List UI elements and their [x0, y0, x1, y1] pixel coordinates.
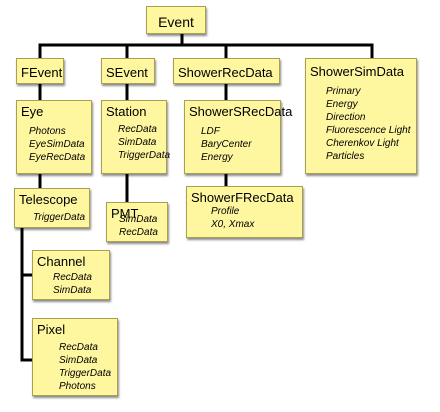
telescope-item: TriggerData — [33, 212, 86, 223]
pixel-title: Pixel — [37, 322, 66, 337]
showersrecdata-item: Energy — [201, 152, 233, 163]
showersimdata-item: Direction — [326, 112, 366, 123]
pmt-item: SimData — [119, 214, 158, 225]
pixel-item: SimData — [59, 355, 98, 366]
pmt-box: PMT SimData RecData — [106, 202, 168, 242]
showerfrecdata-box: ShowerFRecData Profile X0, Xmax — [186, 186, 303, 238]
channel-box: Channel RecData SimData — [32, 250, 110, 300]
channel-item: SimData — [53, 285, 92, 296]
showersimdata-title: ShowerSimData — [310, 64, 404, 79]
showersimdata-box: ShowerSimData Primary Energy Direction F… — [305, 58, 417, 174]
sevent-box: SEvent — [101, 58, 155, 84]
eye-box: Eye Photons EyeSimData EyeRecData — [16, 100, 92, 174]
showersimdata-item: Primary — [326, 86, 361, 97]
fevent-title: FEvent — [21, 65, 63, 80]
pixel-item: RecData — [59, 342, 98, 353]
event-title: Event — [158, 14, 194, 30]
showersrecdata-title: ShowerSRecData — [189, 104, 293, 119]
eye-item: EyeRecData — [29, 152, 86, 163]
eye-item: Photons — [29, 126, 66, 137]
sevent-title: SEvent — [106, 65, 148, 80]
station-box: Station RecData SimData TriggerData — [101, 100, 170, 174]
showerrecdata-title: ShowerRecData — [178, 65, 273, 80]
showersimdata-items: Primary Energy Direction Fluorescence Li… — [326, 85, 411, 163]
fevent-box: FEvent — [16, 58, 64, 84]
showersimdata-item: Particles — [326, 151, 365, 162]
eye-items: Photons EyeSimData EyeRecData — [29, 125, 85, 164]
pixel-items: RecData SimData TriggerData Photons — [59, 341, 111, 393]
telescope-box: Telescope TriggerData — [14, 188, 90, 228]
eye-title: Eye — [21, 104, 44, 119]
telescope-title: Telescope — [19, 192, 78, 207]
pmt-item: RecData — [119, 227, 158, 238]
event-box: Event — [146, 6, 206, 34]
channel-items: RecData SimData — [53, 271, 92, 297]
pmt-title: PMT — [111, 206, 139, 221]
eye-item: EyeSimData — [29, 139, 85, 150]
station-item: RecData — [118, 124, 157, 135]
pixel-item: Photons — [59, 381, 96, 392]
showersrecdata-items: LDF BaryCenter Energy — [201, 125, 252, 164]
showersrecdata-box: ShowerSRecData LDF BaryCenter Energy — [184, 100, 292, 174]
telescope-items: TriggerData — [33, 211, 85, 224]
channel-item: RecData — [53, 272, 92, 283]
station-items: RecData SimData TriggerData — [118, 123, 170, 162]
station-item: SimData — [118, 137, 157, 148]
station-item: TriggerData — [118, 150, 171, 161]
showersrecdata-item: LDF — [201, 126, 220, 137]
pixel-item: TriggerData — [59, 368, 112, 379]
showerfrecdata-item: Profile — [211, 206, 240, 217]
showerrecdata-box: ShowerRecData — [173, 58, 280, 84]
showersimdata-item: Cherenkov Light — [326, 138, 399, 149]
channel-title: Channel — [37, 254, 86, 269]
pixel-box: Pixel RecData SimData TriggerData Photon… — [32, 318, 118, 396]
station-title: Station — [106, 104, 147, 119]
showersrecdata-item: BaryCenter — [201, 139, 252, 150]
showerfrecdata-items: Profile X0, Xmax — [211, 205, 254, 231]
showersimdata-item: Energy — [326, 99, 358, 110]
showerfrecdata-title: ShowerFRecData — [191, 190, 294, 205]
showersimdata-item: Fluorescence Light — [326, 125, 411, 136]
pmt-items: SimData RecData — [119, 213, 158, 239]
showerfrecdata-item: X0, Xmax — [211, 219, 255, 230]
